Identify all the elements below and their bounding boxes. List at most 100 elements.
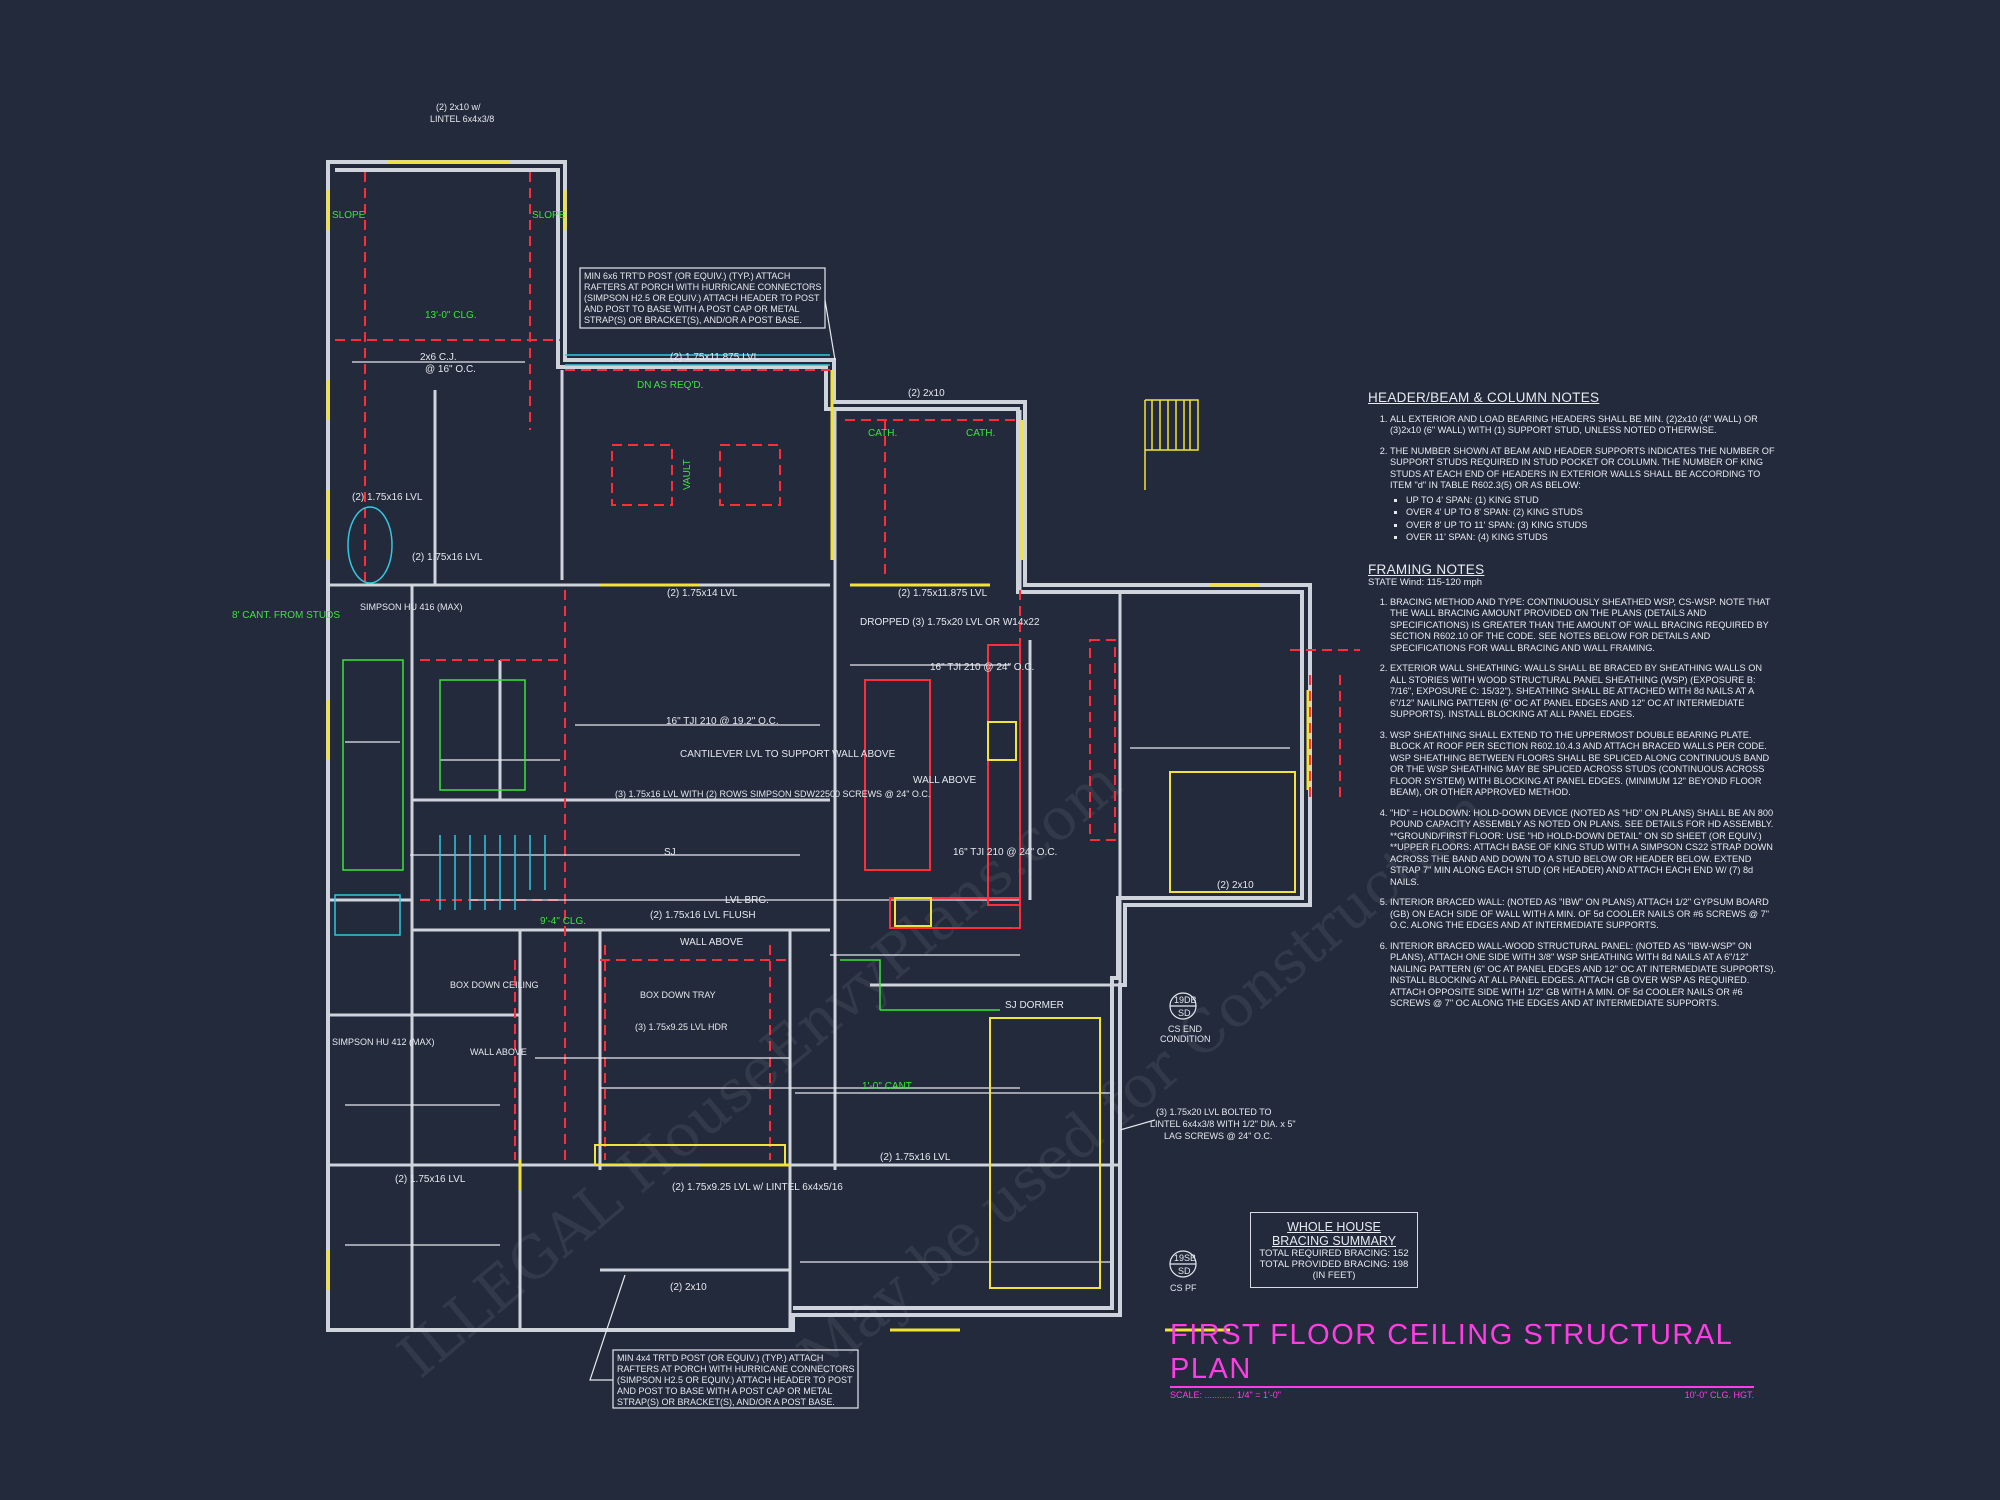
header-note-text: THE NUMBER SHOWN AT BEAM AND HEADER SUPP… — [1390, 445, 1775, 491]
plan-label: (2) 1.75x14 LVL — [667, 588, 738, 599]
callout-top-line4: AND POST TO BASE WITH A POST CAP OR META… — [584, 304, 800, 314]
king-stud-item: OVER 11' SPAN: (4) KING STUDS — [1406, 532, 1778, 544]
bracing-summary-title1: WHOLE HOUSE — [1287, 1220, 1381, 1234]
plan-label: (2) 1.75x16 LVL — [352, 492, 423, 503]
plan-label: CATH. — [966, 428, 995, 439]
plan-label: WALL ABOVE — [470, 1047, 527, 1057]
bracing-summary-title2: BRACING SUMMARY — [1271, 1234, 1397, 1248]
drawing-title: FIRST FLOOR CEILING STRUCTURAL PLAN — [1170, 1318, 1754, 1388]
framing-notes-list: BRACING METHOD AND TYPE: CONTINUOUSLY SH… — [1368, 597, 1778, 1010]
plan-label: WALL ABOVE — [913, 775, 977, 786]
callout-bottom-line4: AND POST TO BASE WITH A POST CAP OR META… — [617, 1386, 833, 1396]
beams-dashed — [335, 172, 1360, 1160]
appliances — [594, 721, 1296, 1289]
kitchen-island — [864, 644, 1021, 929]
plan-label: (2) 1.75x16 LVL — [880, 1152, 951, 1163]
plan-label: SJ DORMER — [1005, 1000, 1064, 1011]
bracing-summary-box: WHOLE HOUSE BRACING SUMMARY TOTAL REQUIR… — [1250, 1212, 1418, 1288]
cs-end-label: CS END — [1168, 1024, 1203, 1034]
top-header-line1: (2) 2x10 w/ — [436, 102, 481, 112]
framing-note: EXTERIOR WALL SHEATHING: WALLS SHALL BE … — [1390, 663, 1778, 721]
plan-label: (2) 1.75x11.875 LVL — [670, 352, 760, 363]
cs-end-label2: CONDITION — [1160, 1034, 1211, 1044]
detail-markers — [1169, 992, 1197, 1278]
callout-bottom-line1: MIN 4x4 TRT'D POST (OR EQUIV.) (TYP.) AT… — [617, 1353, 823, 1363]
callout-bottom-line2: RAFTERS AT PORCH WITH HURRICANE CONNECTO… — [617, 1364, 855, 1374]
drawing-scale: SCALE: ............ 1/4" = 1'-0" — [1170, 1390, 1281, 1400]
framing-notes-subtitle: STATE Wind: 115-120 mph — [1368, 577, 1483, 588]
porch-steps — [1144, 399, 1199, 490]
plan-label: @ 16" O.C. — [425, 364, 476, 375]
callout-bottom-line3: (SIMPSON H2.5 OR EQUIV.) ATTACH HEADER T… — [617, 1375, 853, 1385]
plan-label: (2) 2x10 — [908, 388, 945, 399]
callout-top-line5: STRAP(S) OR BRACKET(S), AND/OR A POST BA… — [584, 315, 802, 325]
plan-label: BOX DOWN TRAY — [640, 990, 716, 1000]
exterior-walls — [326, 160, 1312, 1332]
plan-label: 16" TJI 210 @ 24" O.C. — [930, 662, 1034, 673]
top-header-line2: LINTEL 6x4x3/8 — [430, 114, 494, 124]
plan-label: SLOPE — [332, 210, 366, 221]
plan-label: 13'-0" CLG. — [425, 310, 477, 321]
watermark-line1: ILLEGAL HouseEnvyPlans.com — [385, 747, 1133, 1390]
framing-notes-title: FRAMING NOTES — [1368, 561, 1485, 577]
bracing-provided: TOTAL PROVIDED BRACING: 198 — [1259, 1259, 1409, 1270]
ceiling-height: 10'-0" CLG. HGT. — [1684, 1390, 1754, 1400]
framing-note: BRACING METHOD AND TYPE: CONTINUOUSLY SH… — [1390, 597, 1778, 655]
callout-top-header: (2) 2x10 w/ LINTEL 6x4x3/8 — [430, 102, 494, 124]
callout-porch-top: MIN 6x6 TRT'D POST (OR EQUIV.) (TYP.) AT… — [584, 271, 822, 325]
plan-label: (2) 1.75x16 LVL — [395, 1174, 466, 1185]
cyan-lines — [565, 354, 830, 366]
cs-pf-sheet: SD — [1178, 1266, 1191, 1276]
plan-label: 2x6 C.J. — [420, 352, 457, 363]
stair — [334, 506, 546, 936]
cs-pf-label: CS PF — [1170, 1283, 1197, 1293]
detail-marker-labels: 19DB SD CS END CONDITION 19SB SD CS PF — [1160, 995, 1211, 1293]
callout-boxes — [579, 267, 1156, 1409]
bolted-lvl-line1: (3) 1.75x20 LVL BOLTED TO — [1156, 1107, 1272, 1117]
plan-labels: SLOPE SLOPE 13'-0" CLG. 2x6 C.J. @ 16" O… — [232, 210, 1254, 1293]
plan-label: (2) 1.75x11.875 LVL — [898, 588, 988, 599]
plan-label: (2) 2x10 — [1217, 880, 1254, 891]
king-stud-item: OVER 4' UP TO 8' SPAN: (2) KING STUDS — [1406, 507, 1778, 519]
bolted-lvl-line3: LAG SCREWS @ 24" O.C. — [1164, 1131, 1272, 1141]
callout-bottom-line5: STRAP(S) OR BRACKET(S), AND/OR A POST BA… — [617, 1397, 835, 1407]
plan-label: (2) 2x10 — [670, 1282, 707, 1293]
plan-label: CATH. — [868, 428, 897, 439]
plan-label: 16" TJI 210 @ 19.2" O.C. — [666, 716, 779, 727]
plan-label: SJ — [664, 847, 676, 858]
plan-label: BOX DOWN CEILING — [450, 980, 539, 990]
plan-label: CANTILEVER LVL TO SUPPORT WALL ABOVE — [680, 749, 896, 760]
drawing-scale-row: SCALE: ............ 1/4" = 1'-0" 10'-0" … — [1170, 1390, 1754, 1400]
callout-porch-bottom: MIN 4x4 TRT'D POST (OR EQUIV.) (TYP.) AT… — [617, 1353, 855, 1407]
bolted-lvl-line2: LINTEL 6x4x3/8 WITH 1/2" DIA. x 5" — [1150, 1119, 1296, 1129]
plan-label: 16" TJI 210 @ 24" O.C. — [953, 847, 1057, 858]
plan-label: SIMPSON HU 416 (MAX) — [360, 602, 463, 612]
callout-top-line3: (SIMPSON H2.5 OR EQUIV.) ATTACH HEADER T… — [584, 293, 820, 303]
framing-note: "HD" = HOLDOWN: HOLD-DOWN DEVICE (NOTED … — [1390, 808, 1778, 889]
header-note: ALL EXTERIOR AND LOAD BEARING HEADERS SH… — [1390, 414, 1778, 437]
king-stud-item: OVER 8' UP TO 11' SPAN: (3) KING STUDS — [1406, 520, 1778, 532]
windows — [326, 160, 1310, 1332]
header-note: THE NUMBER SHOWN AT BEAM AND HEADER SUPP… — [1390, 446, 1778, 544]
plan-label: SIMPSON HU 412 (MAX) — [332, 1037, 435, 1047]
drawing-title-block: FIRST FLOOR CEILING STRUCTURAL PLAN SCAL… — [1170, 1318, 1754, 1400]
bracing-units: (IN FEET) — [1312, 1270, 1356, 1281]
plan-label: (2) 1.75x16 LVL — [412, 552, 483, 563]
header-notes-list: ALL EXTERIOR AND LOAD BEARING HEADERS SH… — [1368, 414, 1778, 544]
callout-top-line1: MIN 6x6 TRT'D POST (OR EQUIV.) (TYP.) AT… — [584, 271, 790, 281]
framing-note: WSP SHEATHING SHALL EXTEND TO THE UPPERM… — [1390, 730, 1778, 799]
plan-label: 1'-0" CANT. — [862, 1081, 914, 1092]
plan-label: (2) 1.75x9.25 LVL w/ LINTEL 6x4x5/16 — [672, 1182, 843, 1193]
plan-label: WALL ABOVE — [680, 937, 744, 948]
plan-label: VAULT — [682, 459, 693, 490]
callout-bolted-lvl: (3) 1.75x20 LVL BOLTED TO LINTEL 6x4x3/8… — [1150, 1107, 1296, 1141]
plan-label: (3) 1.75x9.25 LVL HDR — [635, 1022, 728, 1032]
watermark: ILLEGAL HouseEnvyPlans.com May be used f… — [385, 747, 1500, 1390]
plan-label: (3) 1.75x16 LVL WITH (2) ROWS SIMPSON SD… — [615, 789, 930, 799]
plan-label: 9'-4" CLG. — [540, 916, 586, 927]
plan-label: LVL BRG. — [725, 895, 769, 906]
plan-label: DN AS REQ'D. — [637, 380, 703, 391]
joist-arrows — [345, 361, 1290, 1263]
structural-notes: HEADER/BEAM & COLUMN NOTES ALL EXTERIOR … — [1368, 391, 1778, 1030]
